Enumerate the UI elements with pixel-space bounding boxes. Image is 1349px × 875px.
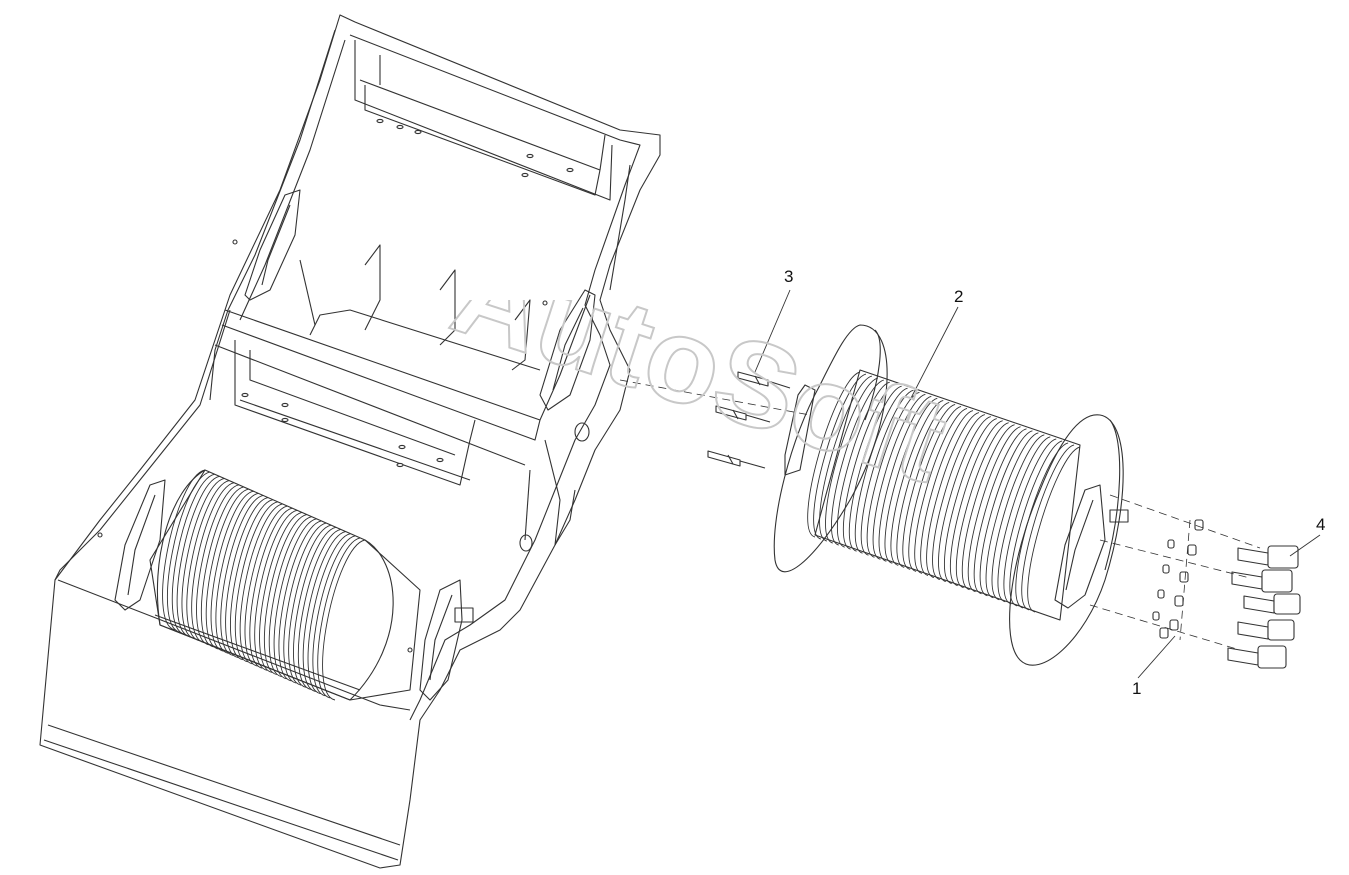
drum-groove — [991, 434, 1045, 601]
drum-groove — [1027, 446, 1081, 613]
drum-groove — [943, 418, 997, 585]
callout-1: 1 — [1132, 679, 1142, 698]
drum-groove — [819, 375, 873, 542]
drum-groove — [908, 406, 962, 572]
drum-groove — [938, 416, 991, 583]
bolts-part-4 — [1227, 545, 1301, 669]
drum-groove — [259, 511, 303, 673]
drum-groove — [1003, 438, 1057, 605]
drum-groove — [205, 488, 249, 650]
drum-groove — [813, 373, 867, 540]
drum-groove — [842, 383, 896, 550]
drum-groove — [967, 426, 1021, 593]
drum-groove — [1021, 444, 1075, 611]
drum-groove — [273, 518, 317, 680]
pins-part-3 — [707, 371, 791, 469]
drum-groove — [220, 495, 264, 656]
drum-groove — [920, 410, 974, 576]
drum-groove — [932, 414, 986, 581]
drum-groove — [866, 391, 920, 558]
winch-frame — [39, 14, 661, 869]
drum-groove — [176, 475, 220, 637]
drum-groove — [264, 514, 307, 675]
drum-groove — [961, 424, 1015, 591]
drum-assembly — [773, 324, 1129, 666]
drum-groove — [831, 379, 884, 546]
drum-groove — [973, 428, 1027, 595]
assembly-lines — [619, 379, 1261, 651]
drum-groove — [884, 397, 938, 564]
drum-groove — [244, 505, 288, 667]
drum-groove — [902, 403, 956, 570]
drum-groove — [196, 484, 240, 646]
drum-groove — [985, 432, 1039, 599]
drum-groove — [825, 377, 878, 544]
drum-groove — [186, 480, 230, 642]
drum-groove — [201, 486, 244, 648]
drum-groove — [1009, 440, 1063, 607]
drum-groove — [848, 385, 902, 552]
callout-4: 4 — [1316, 515, 1326, 534]
drum-groove — [854, 387, 908, 554]
washers-part-1 — [1152, 519, 1204, 639]
drum-groove — [278, 520, 322, 682]
drum-groove — [878, 395, 932, 562]
drum-groove — [210, 490, 254, 652]
drum-groove — [191, 482, 235, 644]
drum-groove — [254, 509, 298, 671]
drum-groove — [1015, 442, 1069, 609]
drum-in-frame — [149, 469, 421, 701]
drum-groove — [312, 535, 356, 697]
drum-groove — [167, 471, 210, 633]
drum-groove — [181, 478, 225, 639]
drum-groove — [955, 422, 1009, 589]
drum-groove — [890, 399, 944, 566]
drum-groove — [896, 401, 950, 568]
drum-groove — [949, 420, 1003, 587]
drum-groove — [872, 393, 926, 560]
drum-groove — [807, 371, 861, 538]
drum-groove — [268, 516, 312, 678]
drum-groove — [171, 473, 215, 635]
drum-groove — [979, 430, 1033, 597]
drum-groove — [283, 522, 327, 684]
drum-groove — [914, 408, 968, 574]
callout-3: 3 — [784, 267, 794, 286]
drum-groove — [317, 537, 361, 699]
drum-groove — [230, 499, 273, 661]
drum-groove — [322, 539, 366, 701]
drum-groove — [997, 436, 1051, 603]
drum-groove — [926, 412, 980, 578]
drum-groove — [215, 492, 259, 654]
drum-groove — [234, 501, 278, 663]
drum-groove — [225, 497, 269, 659]
leader-lines — [754, 289, 1321, 679]
callout-2: 2 — [954, 287, 964, 306]
drum-groove — [836, 381, 890, 548]
drum-groove — [249, 507, 293, 669]
drum-groove — [162, 469, 206, 631]
drum-groove — [860, 389, 914, 556]
drum-groove — [239, 503, 283, 665]
